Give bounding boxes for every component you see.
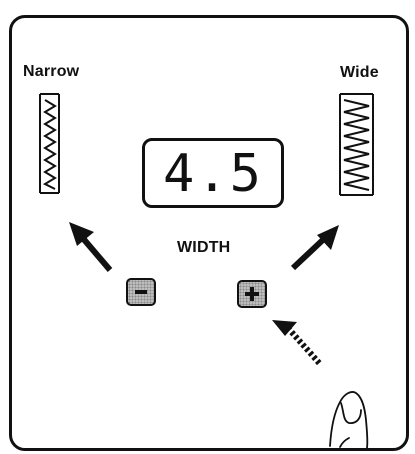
finger-pointer-icon [329, 391, 369, 449]
narrow-label: Narrow [23, 63, 80, 80]
width-display: 4.5 [142, 138, 284, 208]
arrow-to-wide-icon [290, 225, 339, 271]
width-increase-button[interactable] [237, 280, 267, 308]
wide-label: Wide [340, 64, 379, 81]
plus-icon [245, 287, 259, 301]
arrow-to-narrow-icon [69, 222, 113, 272]
wide-zigzag-icon [339, 93, 374, 196]
width-decrease-button[interactable] [126, 278, 156, 306]
minus-icon [135, 290, 147, 294]
narrow-zigzag-icon [39, 93, 60, 194]
press-indicator-arrow-icon [272, 320, 323, 366]
control-panel-outline [9, 15, 409, 451]
width-label: WIDTH [177, 239, 231, 256]
width-value: 4.5 [163, 144, 263, 204]
